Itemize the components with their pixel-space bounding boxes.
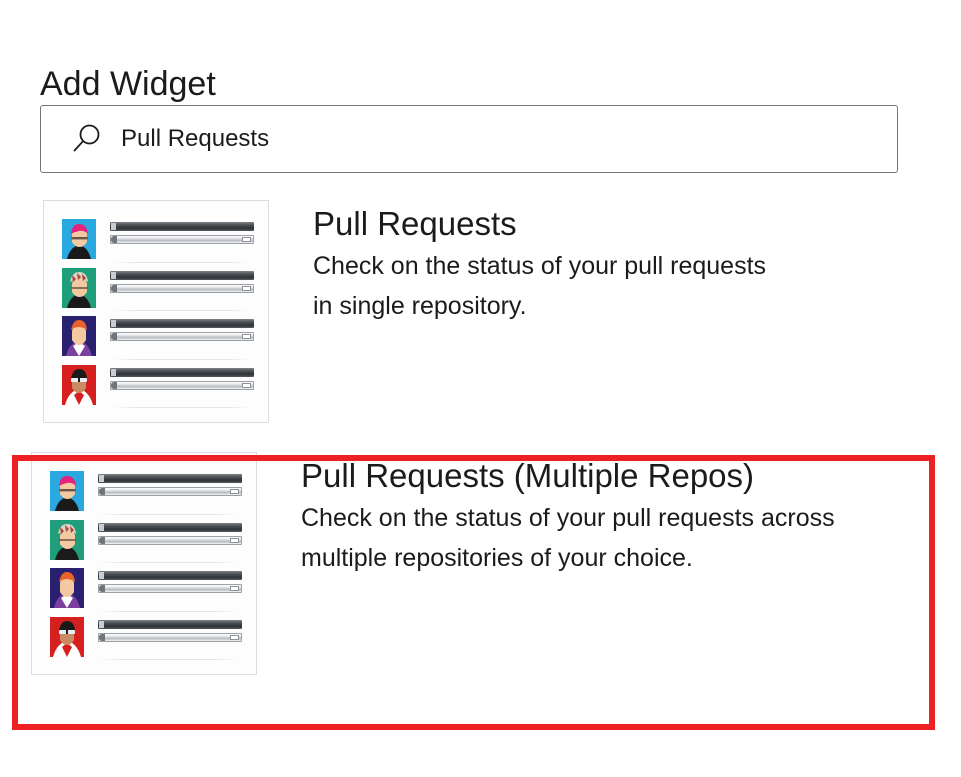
avatar-icon xyxy=(50,568,84,608)
preview-row xyxy=(62,219,254,265)
widget-preview-thumbnail xyxy=(31,452,257,675)
preview-line-title xyxy=(98,619,242,629)
preview-line-title xyxy=(98,571,242,580)
preview-line-title xyxy=(110,222,254,231)
preview-row-lines xyxy=(98,568,242,593)
preview-row xyxy=(62,364,254,411)
avatar-icon xyxy=(62,364,96,405)
widget-title: Pull Requests (Multiple Repos) xyxy=(301,457,755,494)
preview-row xyxy=(50,471,242,517)
preview-line-title xyxy=(110,319,254,328)
preview-line-meta xyxy=(98,487,242,496)
avatar-icon xyxy=(62,316,96,356)
widget-card-pull-requests[interactable]: Pull Requests Check on the status of you… xyxy=(0,190,961,440)
preview-line-title xyxy=(110,270,254,280)
preview-row xyxy=(50,568,242,614)
widget-title: Pull Requests xyxy=(313,205,517,242)
preview-line-meta xyxy=(110,283,254,293)
search-icon xyxy=(73,124,100,152)
preview-line-meta xyxy=(110,332,254,341)
preview-row xyxy=(62,267,254,314)
preview-row-lines xyxy=(98,471,242,496)
preview-line-meta xyxy=(98,584,242,593)
preview-row xyxy=(62,316,254,362)
avatar-icon xyxy=(50,616,84,657)
preview-row-lines xyxy=(110,219,254,244)
widget-card-text: Pull Requests (Multiple Repos) Check on … xyxy=(301,452,961,578)
preview-row xyxy=(50,519,242,566)
preview-line-title xyxy=(98,474,242,483)
avatar-icon xyxy=(62,267,96,308)
preview-line-meta xyxy=(110,235,254,244)
preview-row-lines xyxy=(98,520,242,545)
widget-description: Check on the status of your pull request… xyxy=(313,252,767,320)
preview-line-meta xyxy=(98,632,242,642)
search-input[interactable]: Pull Requests xyxy=(40,105,898,173)
widget-results-list: Pull Requests Check on the status of you… xyxy=(0,190,961,695)
preview-row-lines xyxy=(110,268,254,293)
preview-line-meta xyxy=(110,380,254,390)
widget-card-pull-requests-multiple-repos[interactable]: Pull Requests (Multiple Repos) Check on … xyxy=(0,440,961,695)
widget-card-text: Pull Requests Check on the status of you… xyxy=(313,200,961,326)
page-title: Add Widget xyxy=(40,64,216,103)
avatar-icon xyxy=(62,219,96,259)
preview-row-lines xyxy=(110,365,254,390)
avatar-icon xyxy=(50,519,84,560)
search-input-value: Pull Requests xyxy=(121,125,270,152)
avatar-icon xyxy=(50,471,84,511)
preview-line-title xyxy=(110,367,254,377)
preview-line-title xyxy=(98,522,242,532)
preview-row-lines xyxy=(98,617,242,642)
preview-row xyxy=(50,616,242,663)
preview-row-lines xyxy=(110,316,254,341)
preview-line-meta xyxy=(98,535,242,545)
widget-preview-thumbnail xyxy=(43,200,269,423)
widget-description: Check on the status of your pull request… xyxy=(301,504,835,572)
